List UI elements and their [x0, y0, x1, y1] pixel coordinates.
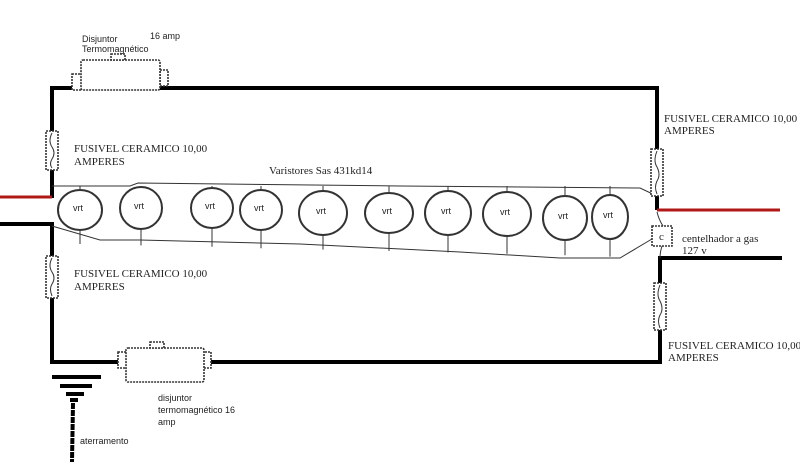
- varistor-body: [190, 187, 234, 229]
- breaker-bottom: [117, 341, 212, 383]
- spark-gap-symbol: c: [659, 231, 664, 243]
- varistor: vrt: [57, 186, 103, 244]
- breaker-top-label-2: Termomagnético: [82, 44, 149, 54]
- varistor-label: vrt: [316, 206, 326, 216]
- breaker-top-label-1: Disjuntor: [82, 34, 118, 44]
- varistor-label: vrt: [73, 203, 83, 213]
- fuse-left-bottom: [45, 255, 59, 299]
- varistor-label: vrt: [500, 207, 510, 217]
- varistor: vrt: [482, 186, 532, 254]
- fuse-right-bottom-label-1: FUSIVEL CERAMICO 10,00: [668, 340, 800, 352]
- varistor-label: vrt: [205, 201, 215, 211]
- varistor-label: vrt: [558, 211, 568, 221]
- varistors-title: Varistores Sas 431kd14: [269, 165, 373, 177]
- fuse-left-top: [45, 130, 59, 171]
- varistor: vrt: [591, 186, 629, 257]
- varistor-body: [119, 186, 163, 230]
- varistor-label: vrt: [382, 206, 392, 216]
- varistor-body: [482, 191, 532, 237]
- breaker-bottom-label-3: amp: [158, 417, 176, 427]
- varistor: vrt: [542, 186, 588, 256]
- fuse-right-top-label-2: AMPERES: [664, 125, 715, 137]
- varistor-body: [424, 190, 472, 236]
- breaker-bottom-label-2: termomagnético 16: [158, 405, 235, 415]
- varistor-body: [591, 194, 629, 240]
- spark-gap: c: [651, 211, 673, 259]
- fuse-left-bottom-label-1: FUSIVEL CERAMICO 10,00: [74, 268, 208, 280]
- spark-gap-label-2: 127 v: [682, 245, 707, 257]
- varistor: vrt: [190, 186, 234, 247]
- spark-gap-label-1: centelhador a gas: [682, 233, 758, 245]
- varistor-label: vrt: [134, 201, 144, 211]
- varistor: vrt: [239, 186, 283, 249]
- breaker-top: [71, 53, 169, 91]
- fuse-left-top-label-2: AMPERES: [74, 156, 125, 168]
- fuse-right-top: [650, 148, 664, 197]
- ground-label: aterramento: [80, 436, 129, 446]
- varistor-label: vrt: [441, 206, 451, 216]
- varistor: vrt: [119, 186, 163, 246]
- fuses: [45, 130, 667, 331]
- fuse-right-top-label-1: FUSIVEL CERAMICO 10,00: [664, 113, 798, 125]
- ground-symbol: [52, 375, 101, 463]
- varistor: vrt: [364, 186, 414, 251]
- varistor-bus: [51, 182, 658, 259]
- varistor-body: [542, 195, 588, 241]
- breaker-bottom-label-1: disjuntor: [158, 393, 192, 403]
- varistor-label: vrt: [603, 210, 613, 220]
- varistor-body: [239, 189, 283, 231]
- fuse-right-bottom: [653, 282, 667, 331]
- varistor-body: [57, 189, 103, 231]
- fuse-left-top-label-1: FUSIVEL CERAMICO 10,00: [74, 143, 208, 155]
- varistor-body: [298, 190, 348, 236]
- breaker-top-rating: 16 amp: [150, 31, 180, 41]
- fuse-left-bottom-label-2: AMPERES: [74, 281, 125, 293]
- varistors: vrt vrt vrt vrt vrt vrt vrt vrt vrt vrt: [57, 186, 629, 257]
- bottom-wire: [0, 222, 782, 364]
- varistor-label: vrt: [254, 203, 264, 213]
- fuse-right-bottom-label-2: AMPERES: [668, 352, 719, 364]
- varistor: vrt: [424, 186, 472, 253]
- varistor-body: [364, 192, 414, 234]
- varistor: vrt: [298, 186, 348, 250]
